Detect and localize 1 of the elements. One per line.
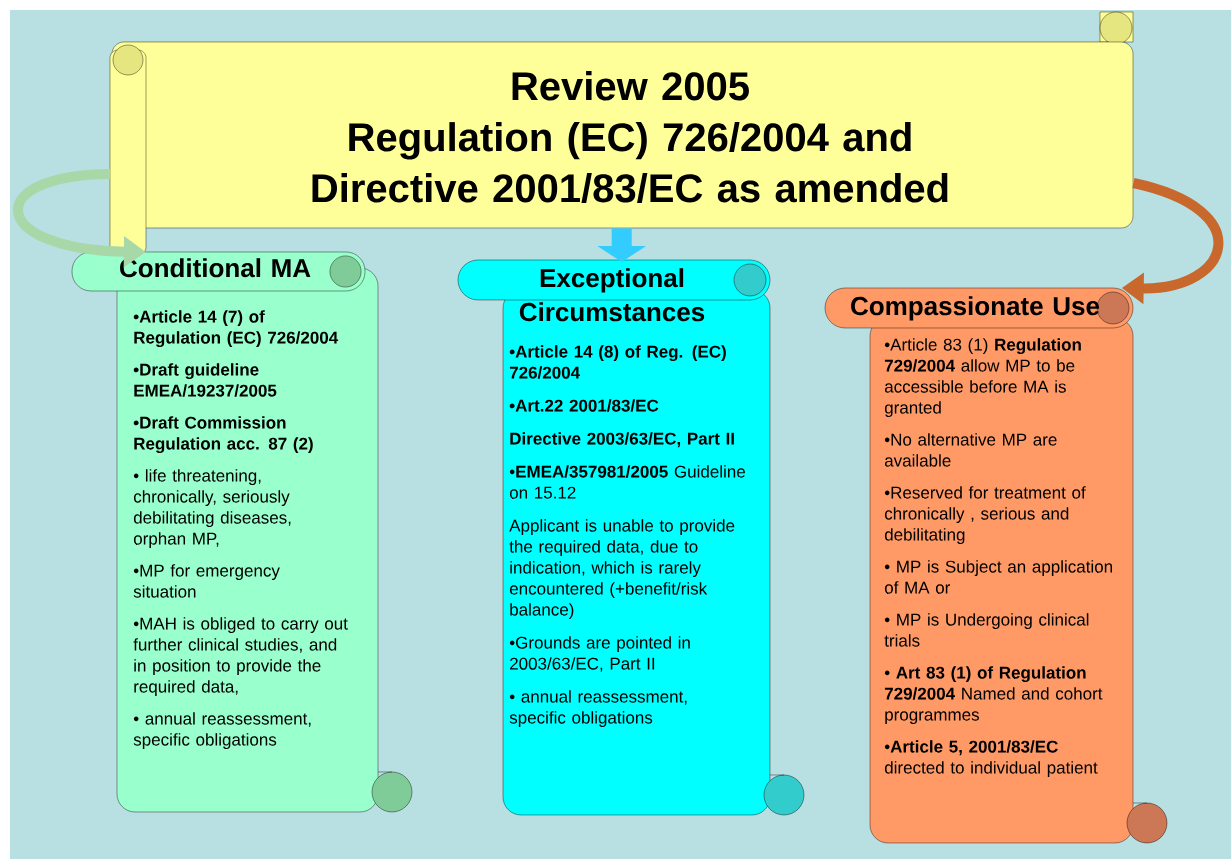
- scroll-heading: Compassionate Use: [851, 296, 1100, 321]
